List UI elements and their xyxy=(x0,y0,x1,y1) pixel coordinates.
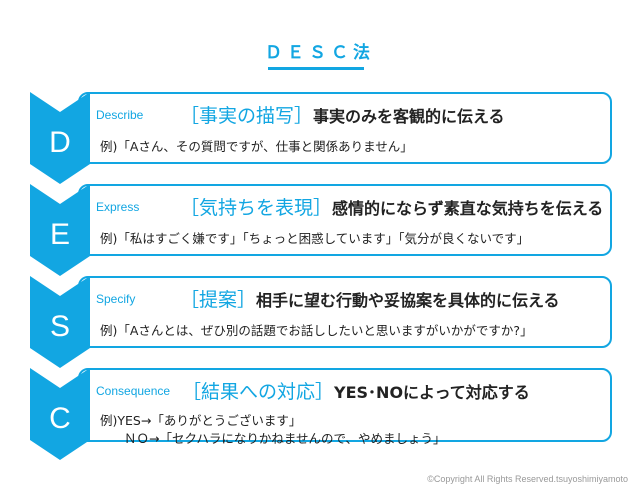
row-english-label: Specify xyxy=(96,292,136,306)
row-letter: D xyxy=(49,126,71,159)
row-heading-text: 事実のみを客観的に伝える xyxy=(313,107,505,126)
row-example: 例)「Aさん、その質問ですが、仕事と関係ありません」 xyxy=(100,139,413,154)
row-heading-text: 感情的にならず素直な気持ちを伝える xyxy=(332,199,604,218)
row-heading-text: YES･NOによって対応する xyxy=(334,383,530,402)
row-letter: E xyxy=(49,218,70,251)
row-letter: C xyxy=(49,402,71,435)
row-box: Describe ［事実の描写］事実のみを客観的に伝える 例)「Aさん、その質問… xyxy=(78,92,612,164)
chevron-icon xyxy=(30,184,90,276)
row-heading: ［結果への対応］YES･NOによって対応する xyxy=(182,377,530,404)
row-box: Express ［気持ちを表現］感情的にならず素直な気持ちを伝える 例)「私はす… xyxy=(78,184,612,256)
row-bracket-title: ［提案］ xyxy=(180,289,257,311)
row-letter: S xyxy=(49,310,70,343)
chevron-icon xyxy=(30,92,90,184)
row-heading: ［気持ちを表現］感情的にならず素直な気持ちを伝える xyxy=(180,193,603,220)
row-english-label: Consequence xyxy=(96,384,171,398)
row-example: 例)YES→「ありがとうございます」 xyxy=(100,413,302,428)
row-box: Specify ［提案］相手に望む行動や妥協案を具体的に伝える 例)「Aさんとは… xyxy=(78,276,612,348)
row-heading-text: 相手に望む行動や妥協案を具体的に伝える xyxy=(256,291,560,310)
chevron-icon xyxy=(30,276,90,368)
row-consequence: Consequence ［結果への対応］YES･NOによって対応する 例)YES… xyxy=(30,368,614,460)
row-english-label: Express xyxy=(96,200,140,214)
row-heading: ［提案］相手に望む行動や妥協案を具体的に伝える xyxy=(180,285,560,312)
row-specify: Specify ［提案］相手に望む行動や妥協案を具体的に伝える 例)「Aさんとは… xyxy=(30,276,614,368)
row-express: Express ［気持ちを表現］感情的にならず素直な気持ちを伝える 例)「私はす… xyxy=(30,184,614,276)
page-title: ＤＥＳＣ法 xyxy=(265,43,375,63)
title-underline xyxy=(268,67,364,70)
row-bracket-title: ［事実の描写］ xyxy=(180,105,314,127)
row-bracket-title: ［結果への対応］ xyxy=(182,381,335,403)
row-example: 例)「Aさんとは、ぜひ別の話題でお話ししたいと思いますがいかがですか?」 xyxy=(100,323,533,338)
row-example: 例)「私はすごく嫌です」「ちょっと困惑しています」「気分が良くないです」 xyxy=(100,231,530,246)
row-box: Consequence ［結果への対応］YES･NOによって対応する 例)YES… xyxy=(78,368,612,446)
row-bracket-title: ［気持ちを表現］ xyxy=(180,197,333,219)
row-example-2: ＮＯ→「セクハラになりかねませんので、やめましょう」 xyxy=(124,431,446,446)
row-heading: ［事実の描写］事実のみを客観的に伝える xyxy=(180,101,505,128)
row-english-label: Describe xyxy=(96,108,144,122)
chevron-icon xyxy=(30,368,90,460)
row-describe: Describe ［事実の描写］事実のみを客観的に伝える 例)「Aさん、その質問… xyxy=(30,92,614,184)
copyright: ©Copyright All Rights Reserved.tsuyoshim… xyxy=(427,474,628,484)
